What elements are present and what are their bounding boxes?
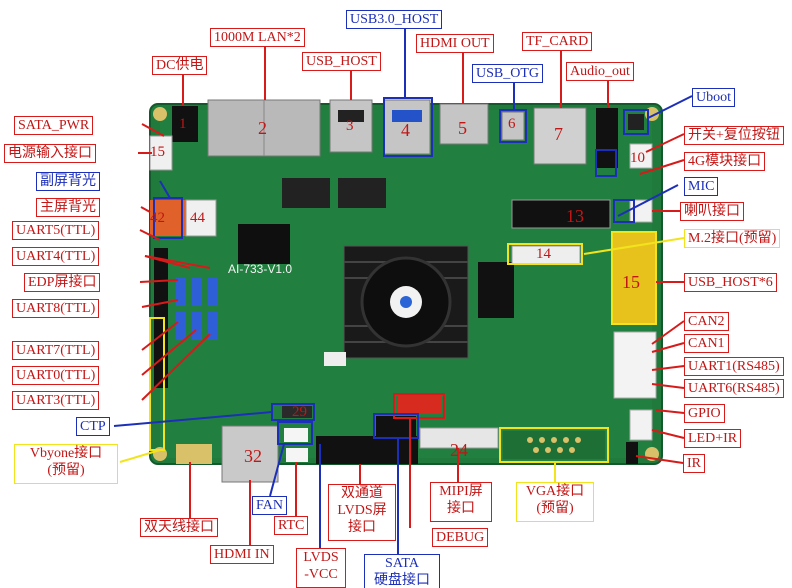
number-2: 2 — [258, 118, 267, 138]
label-sata-pwr: SATA_PWR — [14, 116, 94, 135]
label-uart4: UART4(TTL) — [12, 247, 100, 266]
usb30-port — [383, 99, 431, 155]
label-uart8: UART8(TTL) — [12, 299, 100, 318]
number-4: 4 — [401, 120, 410, 140]
uboot-button — [628, 114, 644, 130]
hdmi-out-port — [439, 103, 489, 145]
number-24: 24 — [450, 440, 468, 460]
usb-host6-headers — [612, 232, 656, 324]
audio-jack — [596, 108, 618, 168]
board-model: AI-733-V1.0 — [228, 262, 293, 276]
label-uart0: UART0(TTL) — [12, 366, 100, 385]
number-5: 5 — [458, 118, 467, 138]
label-edp: EDP屏接口 — [24, 273, 101, 292]
label-usb30-host: USB3.0_HOST — [346, 10, 443, 29]
number-15b: 15 — [622, 272, 640, 292]
label-speaker: 喇叭接口 — [680, 202, 744, 221]
label-ctp: CTP — [76, 417, 110, 436]
label-uart1: UART1(RS485) — [684, 357, 784, 376]
label-audio-out: Audio_out — [566, 62, 634, 81]
number-14: 14 — [536, 246, 551, 262]
label-uart6: UART6(RS485) — [684, 379, 784, 398]
label-lan: 1000M LAN*2 — [210, 28, 305, 47]
number-1: 1 — [179, 116, 187, 132]
label-main-backlight: 主屏背光 — [36, 198, 100, 217]
label-mipi: MIPI屏 接口 — [430, 482, 492, 522]
vga-area — [501, 429, 607, 461]
label-gpio: GPIO — [684, 404, 725, 423]
label-usb-host6: USB_HOST*6 — [684, 273, 777, 292]
label-fan: FAN — [252, 496, 287, 515]
label-4g-module: 4G模块接口 — [684, 152, 766, 171]
label-hdmi-in: HDMI IN — [210, 545, 274, 564]
number-44: 44 — [190, 210, 205, 226]
label-sub-backlight: 副屏背光 — [36, 172, 100, 191]
label-uboot: Uboot — [692, 88, 735, 107]
hdmi-in-port — [221, 425, 279, 483]
label-hdmi-out: HDMI OUT — [416, 34, 494, 53]
label-usb-host: USB_HOST — [302, 52, 381, 71]
usb-otg-port — [501, 111, 525, 141]
number-32: 32 — [244, 446, 262, 466]
number-10: 10 — [630, 150, 645, 166]
label-vga: VGA接口 (预留) — [516, 482, 594, 522]
label-usb-otg: USB_OTG — [472, 64, 544, 83]
label-lvds-vcc: LVDS -VCC — [296, 548, 346, 588]
label-debug: DEBUG — [432, 528, 489, 547]
label-rtc: RTC — [274, 516, 309, 535]
label-dc-power: DC供电 — [152, 56, 208, 75]
number-29: 29 — [292, 404, 307, 420]
number-15a: 15 — [150, 144, 165, 160]
label-can1: CAN1 — [684, 334, 729, 353]
label-mic: MIC — [684, 177, 719, 196]
m2-slot — [511, 199, 611, 229]
label-uart7: UART7(TTL) — [12, 341, 100, 360]
label-led-ir: LED+IR — [684, 429, 742, 448]
label-power-input: 电源输入接口 — [4, 144, 96, 163]
number-13: 13 — [566, 206, 584, 226]
label-can2: CAN2 — [684, 312, 729, 331]
label-m2: M.2接口(预留) — [684, 229, 781, 248]
label-dual-lvds: 双通道 LVDS屏 接口 — [328, 484, 396, 541]
label-ir: IR — [683, 454, 705, 473]
label-vbyone: Vbyone接口 (预留) — [14, 444, 118, 484]
label-uart5: UART5(TTL) — [12, 221, 100, 240]
label-switch-reset: 开关+复位按钮 — [684, 126, 784, 145]
label-uart3: UART3(TTL) — [12, 391, 100, 410]
dc-jack — [172, 106, 198, 142]
lvds-header — [316, 436, 418, 464]
label-sata: SATA 硬盘接口 — [364, 554, 440, 588]
number-42: 42 — [150, 210, 165, 226]
label-tf-card: TF_CARD — [522, 32, 593, 51]
number-7: 7 — [554, 124, 563, 144]
number-3: 3 — [346, 118, 354, 134]
label-dual-antenna: 双天线接口 — [140, 518, 218, 537]
number-6: 6 — [508, 116, 516, 132]
tf-card-slot — [533, 107, 587, 165]
